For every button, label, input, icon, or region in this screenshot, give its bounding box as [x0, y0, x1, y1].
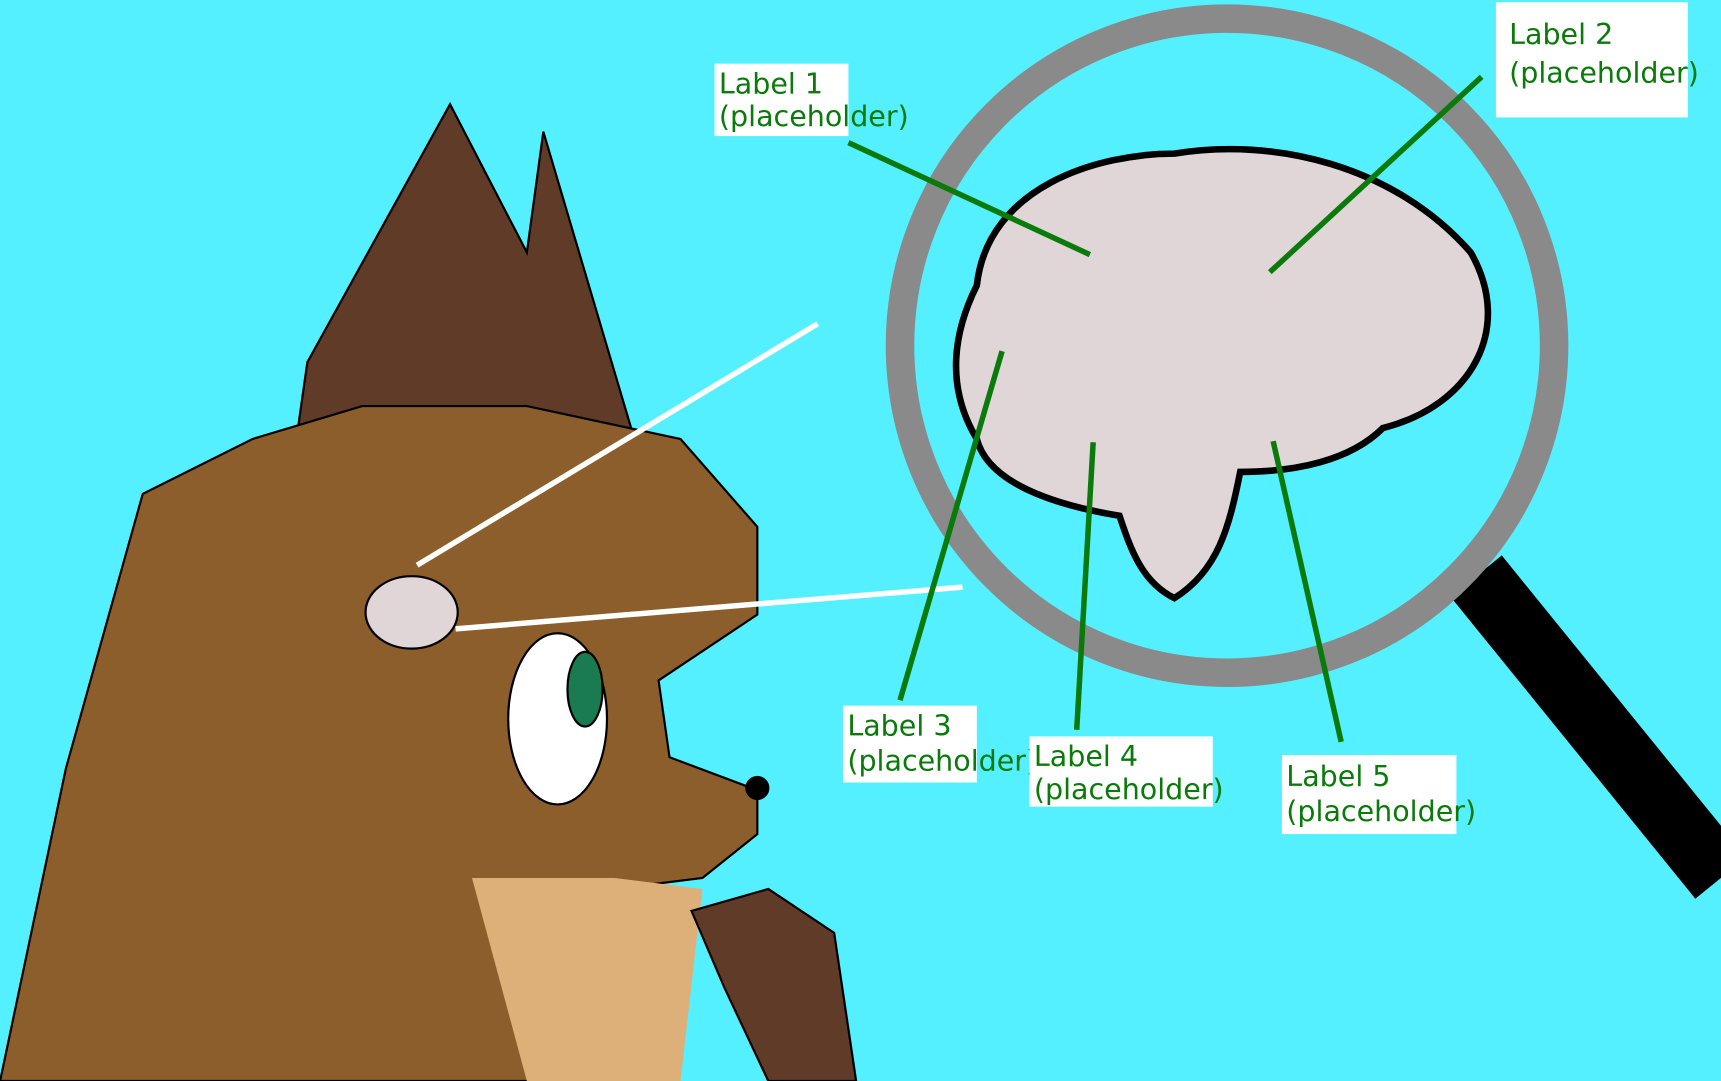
label-text: (placeholder)	[719, 100, 909, 133]
label-box: Label 3 (placeholder)	[842, 705, 1037, 783]
label-box: Label 5 (placeholder)	[1281, 755, 1476, 835]
label-line	[897, 350, 1005, 701]
label-text: (placeholder)	[1034, 773, 1224, 806]
character	[0, 101, 858, 1081]
projection-line	[455, 584, 963, 632]
label-text: Label 5	[1286, 760, 1390, 793]
label-text: Label 2	[1509, 18, 1613, 51]
iris	[566, 650, 604, 728]
label-box: Label 4 (placeholder)	[1029, 736, 1224, 807]
magnifier-rim	[885, 4, 1569, 688]
label-line	[847, 140, 1092, 258]
label-line	[1270, 440, 1344, 743]
hand	[689, 887, 858, 1081]
projection-line	[415, 321, 820, 568]
label-text: (placeholder)	[847, 744, 1037, 777]
magnifier-handle	[1450, 555, 1721, 899]
label-line	[1267, 74, 1484, 275]
label-text: Label 3	[847, 709, 951, 742]
label-box: Label 2 (placeholder)	[1495, 2, 1699, 118]
label-text: (placeholder)	[1286, 795, 1476, 828]
label-text: (placeholder)	[1509, 56, 1699, 89]
muzzle	[471, 877, 703, 1081]
nose	[745, 775, 770, 801]
label-box: Label 1 (placeholder)	[714, 63, 909, 137]
label-text: Label 1	[719, 67, 823, 100]
small-brain	[364, 575, 459, 650]
label-text: Label 4	[1034, 740, 1138, 773]
label-lines	[847, 74, 1484, 743]
label-line	[1073, 442, 1096, 730]
magnifying-glass	[885, 4, 1721, 899]
